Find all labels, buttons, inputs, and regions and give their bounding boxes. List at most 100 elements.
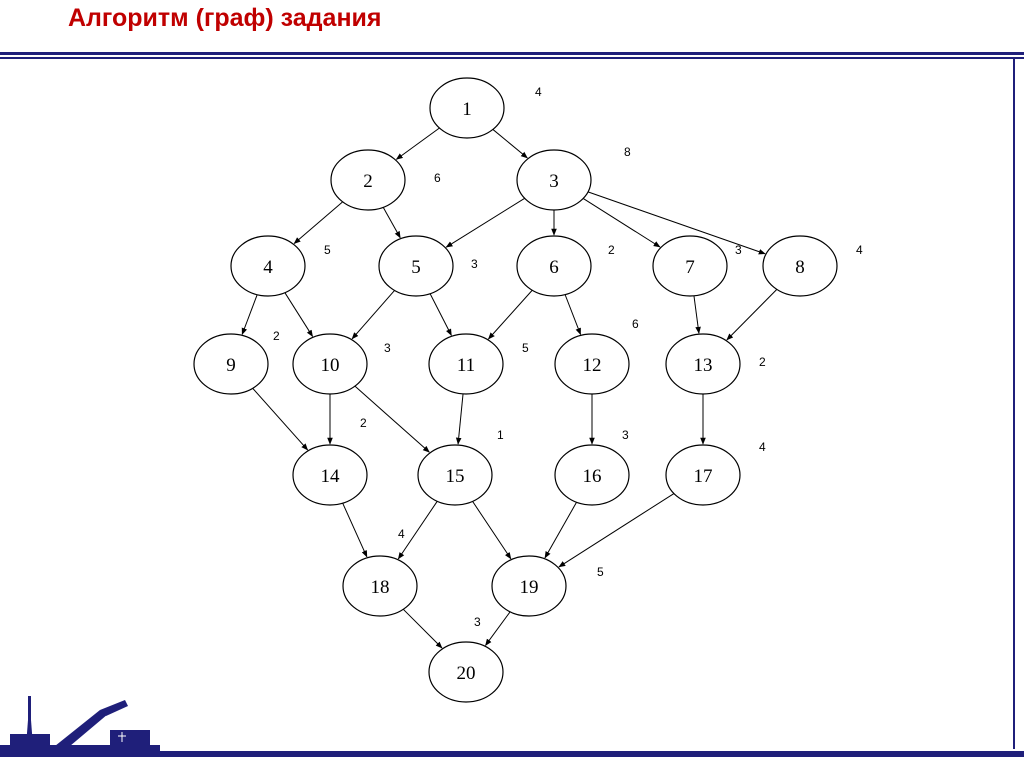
edge-2-to-5 (382, 207, 401, 239)
graph-node-6: 62 (516, 235, 615, 297)
edge-15-to-19 (472, 501, 512, 560)
node-label-13: 13 (694, 355, 713, 376)
edge-9-to-14 (252, 387, 309, 451)
edge-10-to-15 (354, 385, 430, 453)
node-weight-1: 4 (535, 85, 542, 99)
node-circle-2 (330, 149, 406, 211)
graph-node-18: 184 (342, 527, 418, 617)
node-circle-20 (428, 641, 504, 703)
node-weight-8: 4 (856, 243, 863, 257)
graph-node-8: 84 (762, 235, 863, 297)
edge-11-to-15 (455, 393, 464, 445)
node-weight-14: 2 (360, 416, 367, 430)
node-weight-12: 6 (632, 317, 639, 331)
node-label-3: 3 (549, 171, 559, 192)
edge-1-to-3 (492, 129, 528, 159)
graph-node-19: 195 (491, 555, 604, 617)
edge-3-to-7 (582, 198, 661, 248)
edge-6-to-12 (564, 294, 582, 336)
node-circle-5 (378, 235, 454, 297)
edges-layer (241, 127, 778, 649)
graph-node-13: 13 2 (665, 333, 766, 395)
node-label-17: 17 (694, 466, 713, 487)
graph-node-1: 14 (429, 77, 542, 139)
node-label-8: 8 (795, 257, 805, 278)
edge-19-to-20 (485, 611, 511, 646)
node-weight-5: 3 (471, 257, 478, 271)
node-circle-17 (665, 444, 741, 506)
node-circle-11 (428, 333, 504, 395)
graph-node-10: 103 (292, 333, 391, 395)
node-circle-19 (491, 555, 567, 617)
edge-5-to-10 (351, 290, 395, 340)
graph-node-4: 45 (230, 235, 331, 297)
node-label-9: 9 (226, 355, 236, 376)
edge-3-to-8 (587, 191, 766, 255)
bottom-divider (0, 751, 1024, 757)
graph-node-12: 12 6 (554, 317, 639, 395)
edge-17-to-19 (558, 493, 675, 568)
node-label-7: 7 (685, 257, 695, 278)
graph-node-15: 15 1 (417, 428, 504, 506)
node-label-12: 12 (583, 355, 602, 376)
edge-18-to-20 (402, 608, 443, 649)
node-weight-15: 1 (497, 428, 504, 442)
node-weight-4: 5 (324, 243, 331, 257)
node-circle-18 (342, 555, 418, 617)
node-circle-14 (292, 444, 368, 506)
node-label-20: 20 (457, 663, 476, 684)
top-divider-secondary (0, 57, 1024, 59)
node-weight-7: 3 (735, 243, 742, 257)
edge-4-to-10 (284, 292, 313, 338)
node-circle-7 (652, 235, 728, 297)
slide-title: Алгоритм (граф) задания (68, 4, 382, 32)
graph-node-20: 203 (428, 615, 504, 703)
edge-8-to-13 (726, 289, 778, 341)
node-circle-13 (665, 333, 741, 395)
edge-1-to-2 (395, 127, 440, 160)
node-circle-8 (762, 235, 838, 297)
node-circle-1 (429, 77, 505, 139)
node-label-5: 5 (411, 257, 421, 278)
node-weight-13: 2 (759, 355, 766, 369)
node-label-16: 16 (583, 466, 602, 487)
graph-node-7: 73 (652, 235, 742, 297)
graph-node-16: 163 (554, 428, 630, 506)
node-weight-2: 6 (434, 171, 441, 185)
node-weight-17: 4 (759, 440, 766, 454)
node-circle-6 (516, 235, 592, 297)
node-circle-4 (230, 235, 306, 297)
node-circle-16 (554, 444, 630, 506)
graph-node-3: 38 (516, 145, 631, 211)
edge-4-to-9 (241, 294, 258, 336)
edge-16-to-19 (544, 502, 577, 559)
node-label-18: 18 (371, 577, 390, 598)
graph-node-14: 14 2 (292, 416, 368, 506)
right-border (1013, 59, 1015, 749)
node-label-4: 4 (263, 257, 273, 278)
city-skyline-logo-icon (0, 696, 160, 752)
node-label-2: 2 (363, 171, 373, 192)
graph-node-17: 17 4 (665, 440, 766, 506)
node-circle-15 (417, 444, 493, 506)
node-label-11: 11 (457, 355, 475, 376)
edge-6-to-11 (487, 289, 533, 340)
node-weight-19: 5 (597, 565, 604, 579)
top-divider (0, 52, 1024, 55)
node-circle-12 (554, 333, 630, 395)
node-weight-11: 5 (522, 341, 529, 355)
node-weight-3: 8 (624, 145, 631, 159)
node-weight-6: 2 (608, 243, 615, 257)
node-circle-3 (516, 149, 592, 211)
edge-2-to-4 (293, 201, 343, 244)
node-circle-10 (292, 333, 368, 395)
node-label-1: 1 (462, 99, 472, 120)
node-weight-10: 3 (384, 341, 391, 355)
node-label-14: 14 (321, 466, 341, 487)
graph-node-11: 11 5 (428, 333, 529, 395)
node-label-15: 15 (446, 466, 465, 487)
